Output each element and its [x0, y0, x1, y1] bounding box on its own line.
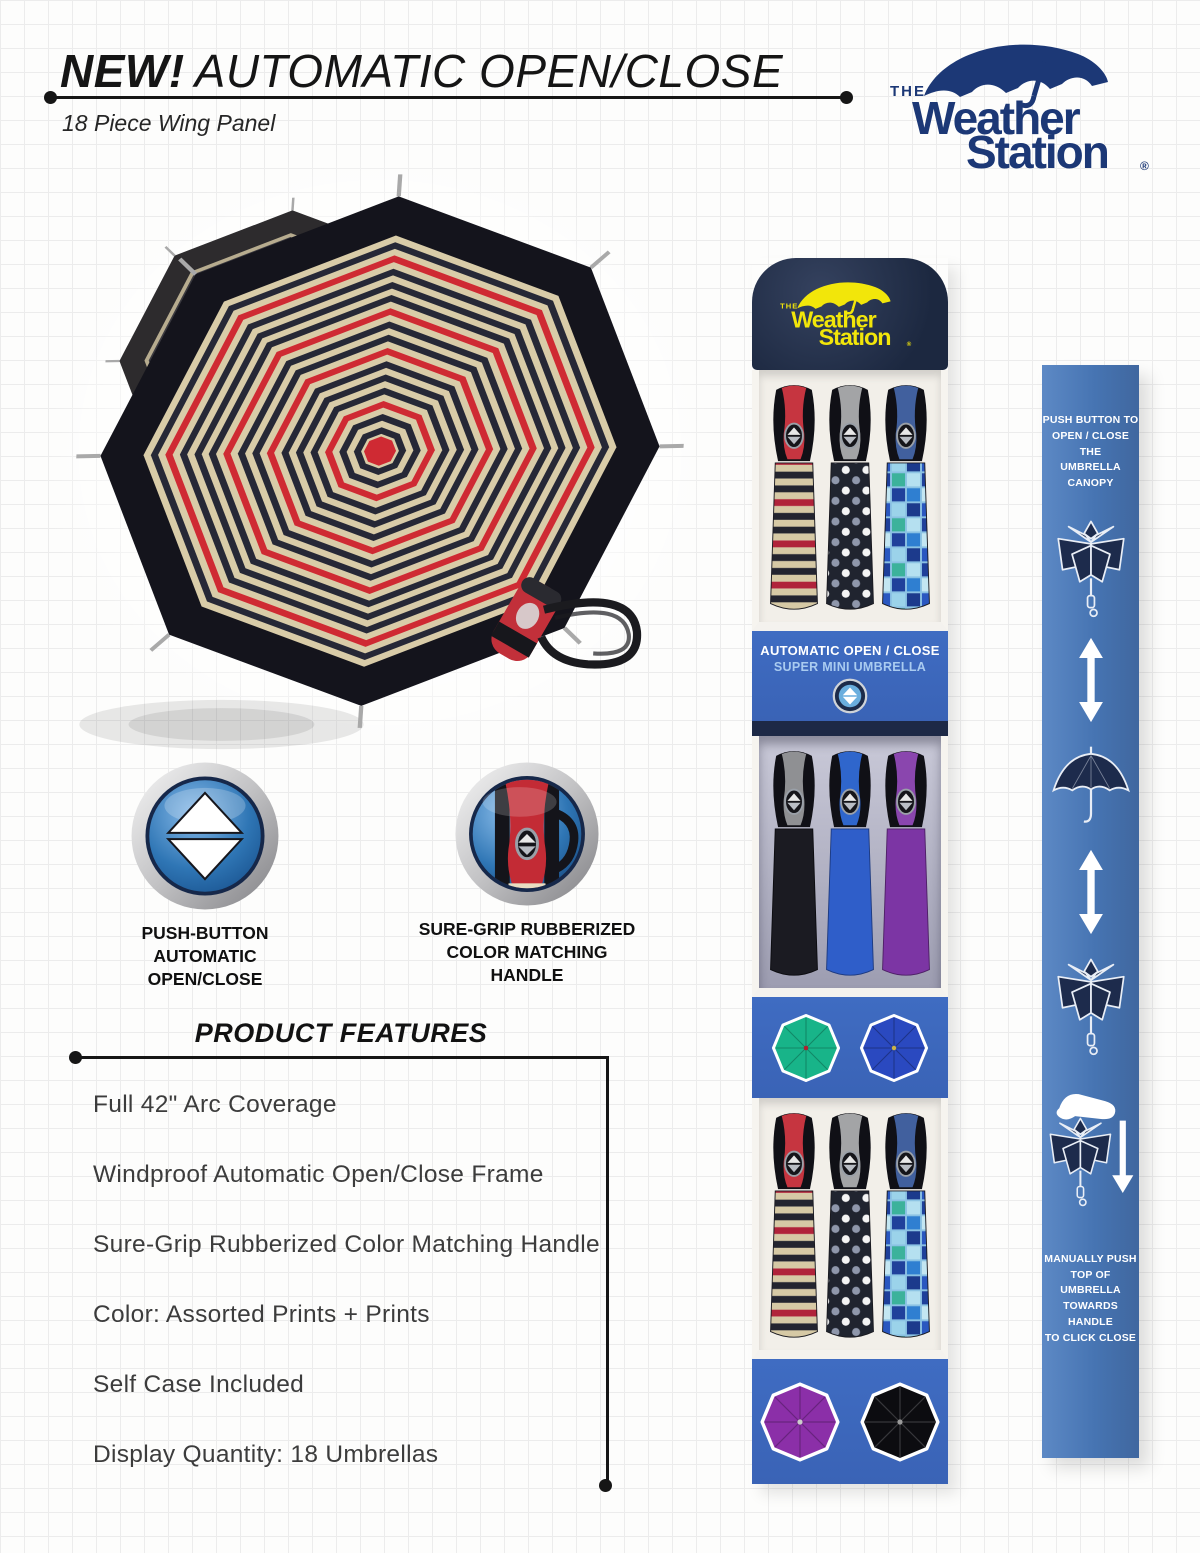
- umbrella-wrist-strap-inner: [554, 610, 631, 656]
- feature-item: Sure-Grip Rubberized Color Matching Hand…: [93, 1231, 600, 1258]
- page-title: NEW!AUTOMATIC OPEN/CLOSE: [60, 44, 783, 98]
- floor-display-stand: THE Weather Station ®: [752, 258, 948, 1484]
- badge1-line1: PUSH-BUTTON: [141, 923, 269, 943]
- umbrella-top-icon-purple: [760, 1381, 840, 1462]
- features-dot-top: [69, 1051, 82, 1064]
- logo-umbrella-canopy-icon: [924, 44, 1108, 97]
- stand-shelf-lip: [752, 721, 948, 736]
- logo-the: THE: [890, 83, 926, 100]
- stand-header-sign: THE Weather Station ®: [752, 258, 948, 370]
- push-button-small-icon: [832, 678, 868, 714]
- umbrella-top-icon-blue: [859, 1013, 929, 1082]
- purple-folded-umbrella: [882, 751, 930, 976]
- stand-logo-hook-icon: [846, 308, 855, 315]
- banner-bottom-line4: TO CLICK CLOSE: [1044, 1331, 1137, 1344]
- feature-item: Color: Assorted Prints + Prints: [93, 1301, 430, 1328]
- banner-bottom-line2: TOP OF UMBRELLA: [1060, 1268, 1121, 1297]
- double-arrow-icon: [1078, 636, 1104, 724]
- checkered-folded-umbrella: [882, 385, 930, 610]
- stand-band-icons-2: [752, 1359, 948, 1484]
- band-title-line1: AUTOMATIC OPEN / CLOSE: [760, 643, 940, 658]
- stand-logo-registered: ®: [907, 341, 912, 348]
- dotted-folded-umbrella: [826, 385, 874, 610]
- banner-top-text: PUSH BUTTON TO OPEN / CLOSE THE UMBRELLA…: [1042, 413, 1139, 492]
- banner-bottom-line3: TOWARDS HANDLE: [1063, 1300, 1118, 1328]
- badge-sure-grip-label: SURE-GRIP RUBBERIZED COLOR MATCHING HAND…: [412, 918, 642, 986]
- badge-sure-grip: SURE-GRIP RUBBERIZED COLOR MATCHING HAND…: [412, 760, 642, 986]
- band-title-line2: SUPER MINI UMBRELLA: [773, 660, 927, 674]
- umbrella-shadow-inner: [128, 708, 315, 741]
- sure-grip-handle-icon: [455, 762, 599, 906]
- badge-push-button: PUSH-BUTTON AUTOMATIC OPEN/CLOSE: [90, 760, 320, 990]
- weather-station-logo-graphic: THE Weather Station ®: [890, 44, 1149, 178]
- stand-logo-the: THE: [780, 301, 798, 310]
- features-frame-line: [76, 1056, 609, 1488]
- stand-tier-3: [752, 1098, 948, 1359]
- badge1-line3: OPEN/CLOSE: [147, 968, 263, 989]
- folded-umbrella-icon: [1053, 956, 1129, 1056]
- logo-word1: Weather: [912, 92, 1081, 144]
- feature-item: Full 42" Arc Coverage: [93, 1091, 337, 1118]
- stand-band-title: AUTOMATIC OPEN / CLOSE SUPER MINI UMBREL…: [752, 631, 948, 721]
- badge-push-button-label: PUSH-BUTTON AUTOMATIC OPEN/CLOSE: [90, 922, 320, 990]
- stand-tier-2: [752, 736, 948, 997]
- header-rule: [48, 96, 848, 99]
- stand-band-icons-1: [752, 997, 948, 1098]
- open-umbrella-icon: [1050, 744, 1132, 826]
- weather-station-logo: THE Weather Station ®: [878, 32, 1178, 178]
- umbrella-main-canopy: [76, 174, 684, 728]
- hero-umbrella-graphic: [73, 161, 684, 750]
- umbrella-top-icon-green: [771, 1013, 841, 1082]
- banner-top-line1: PUSH BUTTON TO: [1042, 414, 1139, 426]
- banner-bottom-line1: MANUALLY PUSH: [1044, 1252, 1137, 1265]
- logo-word2: Station: [966, 126, 1108, 178]
- banner-top-line3: UMBRELLA CANOPY: [1060, 461, 1121, 489]
- title-text: AUTOMATIC OPEN/CLOSE: [194, 45, 784, 97]
- blue-folded-umbrella: [826, 751, 874, 976]
- folded-umbrella-icon: [1053, 518, 1129, 618]
- badge1-line2: AUTOMATIC: [153, 945, 257, 966]
- umbrella-handle: [490, 577, 562, 662]
- striped-folded-umbrella: [770, 385, 818, 610]
- logo-registered-mark: ®: [1140, 159, 1149, 173]
- logo-umbrella-hook-icon: [1021, 95, 1037, 109]
- title-new-label: NEW!: [60, 45, 185, 97]
- stand-logo-word2: Station: [819, 324, 891, 350]
- rule-dot-right: [840, 91, 853, 104]
- feature-item: Windproof Automatic Open/Close Frame: [93, 1161, 544, 1188]
- banner-top-line2: OPEN / CLOSE THE: [1051, 429, 1130, 458]
- push-close-hand-icon: [1046, 1080, 1136, 1230]
- black-folded-umbrella: [770, 751, 818, 976]
- feature-item: Display Quantity: 18 Umbrellas: [93, 1441, 439, 1468]
- dotted-folded-umbrella: [826, 1113, 874, 1338]
- badge2-line2: COLOR MATCHING: [446, 941, 608, 962]
- logo-umbrella-pole-icon: [1031, 61, 1047, 97]
- stand-logo-pole-icon: [851, 290, 860, 309]
- rule-dot-left: [44, 91, 57, 104]
- features-dot-bottom: [599, 1479, 612, 1492]
- stand-tier-1: [752, 370, 948, 631]
- striped-folded-umbrella: [770, 1113, 818, 1338]
- page-subtitle: 18 Piece Wing Panel: [62, 110, 276, 136]
- checkered-folded-umbrella: [882, 1113, 930, 1338]
- badge2-line1: SURE-GRIP RUBBERIZED: [418, 919, 636, 939]
- hero-umbrella-photo: [40, 145, 720, 760]
- double-arrow-icon: [1078, 848, 1104, 936]
- stand-logo: THE Weather Station ®: [780, 282, 912, 350]
- features-list: Full 42" Arc Coverage Windproof Automati…: [93, 1090, 613, 1510]
- features-heading: PRODUCT FEATURES: [194, 1018, 488, 1048]
- umbrella-wrist-strap: [537, 598, 642, 669]
- instruction-banner: PUSH BUTTON TO OPEN / CLOSE THE UMBRELLA…: [1042, 365, 1139, 1458]
- banner-bottom-text: MANUALLY PUSH TOP OF UMBRELLA TOWARDS HA…: [1042, 1252, 1139, 1347]
- stand-logo-canopy-icon: [797, 282, 891, 309]
- stand-logo-word1: Weather: [791, 307, 876, 333]
- push-button-icon: [131, 762, 279, 910]
- umbrella-top-icon-black: [860, 1381, 940, 1462]
- badge2-line3: HANDLE: [490, 964, 564, 985]
- umbrella-shadow: [79, 699, 364, 750]
- feature-item: Self Case Included: [93, 1371, 305, 1398]
